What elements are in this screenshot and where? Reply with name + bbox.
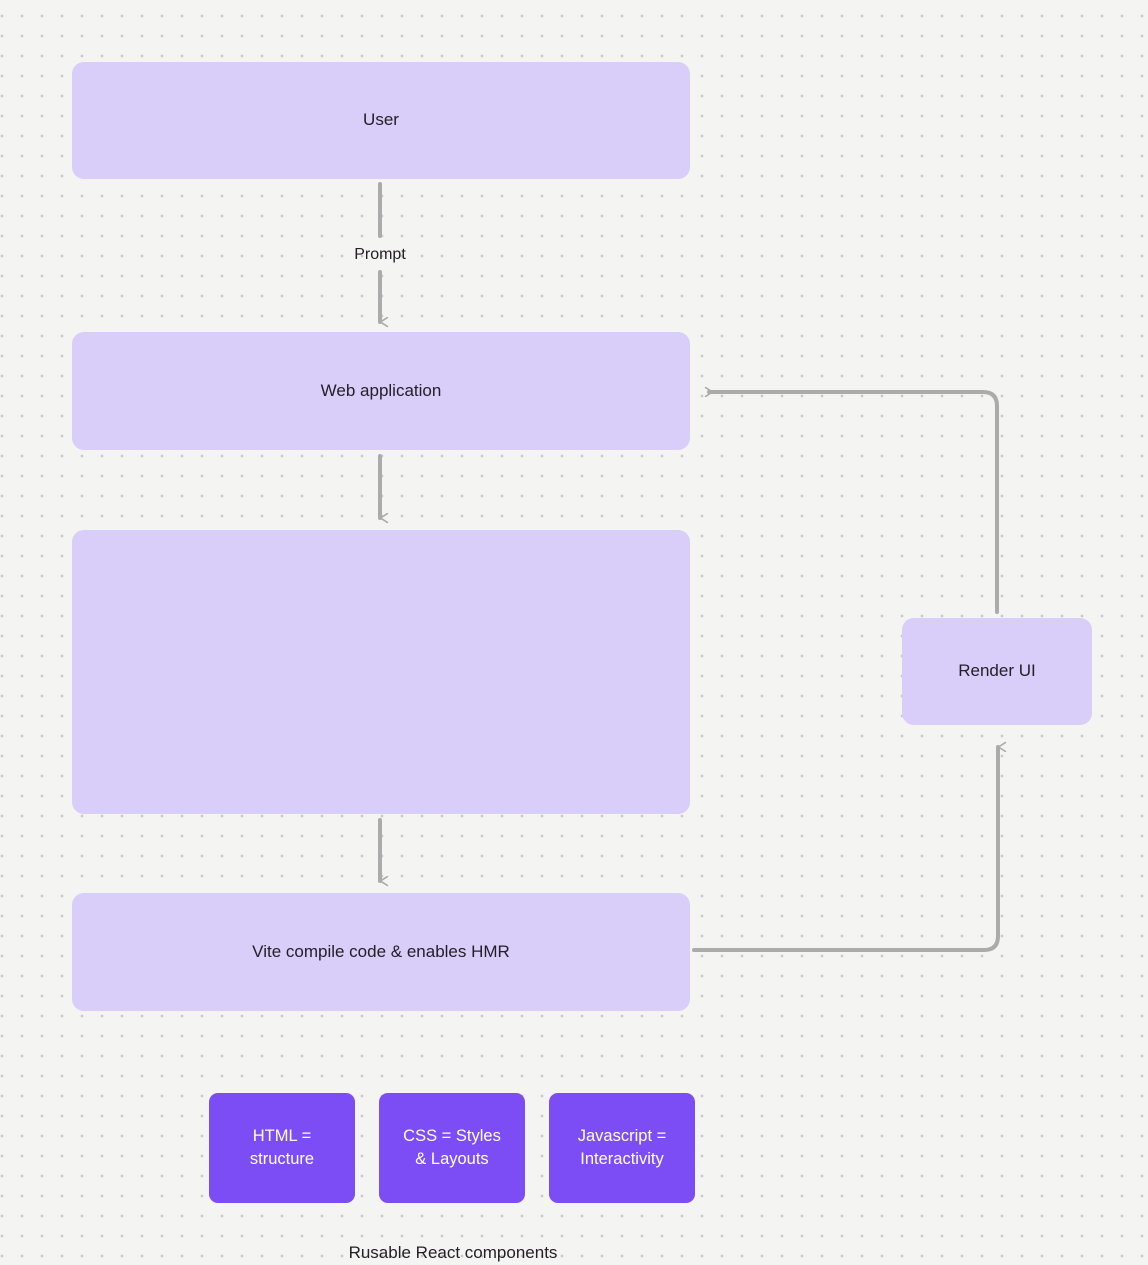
node-javascript-line2: Interactivity xyxy=(580,1150,664,1168)
node-css-line1: CSS = Styles xyxy=(403,1126,501,1145)
edge-label-prompt: Prompt xyxy=(354,246,406,263)
node-html-line2: structure xyxy=(249,1150,315,1168)
node-css-line2: & Layouts xyxy=(415,1150,489,1168)
node-render-ui[interactable]: Render UI xyxy=(902,618,1092,725)
node-vite-label: Vite compile code & enables HMR xyxy=(252,941,510,961)
node-html[interactable]: HTML = structure xyxy=(209,1093,355,1203)
node-web-application[interactable]: Web application xyxy=(72,332,690,450)
node-css[interactable]: CSS = Styles & Layouts xyxy=(379,1093,525,1203)
components-caption: Rusable React components xyxy=(348,1243,558,1262)
node-html-line1: HTML = xyxy=(252,1126,312,1145)
node-vite[interactable]: Vite compile code & enables HMR xyxy=(72,893,690,1011)
node-web-application-label: Web application xyxy=(320,380,442,400)
node-javascript-line1: Javascript = xyxy=(577,1126,667,1145)
node-user-label: User xyxy=(363,110,399,130)
node-css-label: CSS = Styles & Layouts xyxy=(403,1125,501,1172)
node-javascript[interactable]: Javascript = Interactivity xyxy=(549,1093,695,1203)
edge-render-to-webapp xyxy=(709,392,999,614)
node-user[interactable]: User xyxy=(72,62,690,179)
node-javascript-label: Javascript = Interactivity xyxy=(578,1125,667,1172)
edge-vite-to-render xyxy=(692,747,998,952)
node-html-label: HTML = structure xyxy=(250,1125,314,1172)
node-render-ui-label: Render UI xyxy=(958,661,1036,681)
node-components-group[interactable]: HTML = structure CSS = Styles & Layouts … xyxy=(72,530,695,1262)
